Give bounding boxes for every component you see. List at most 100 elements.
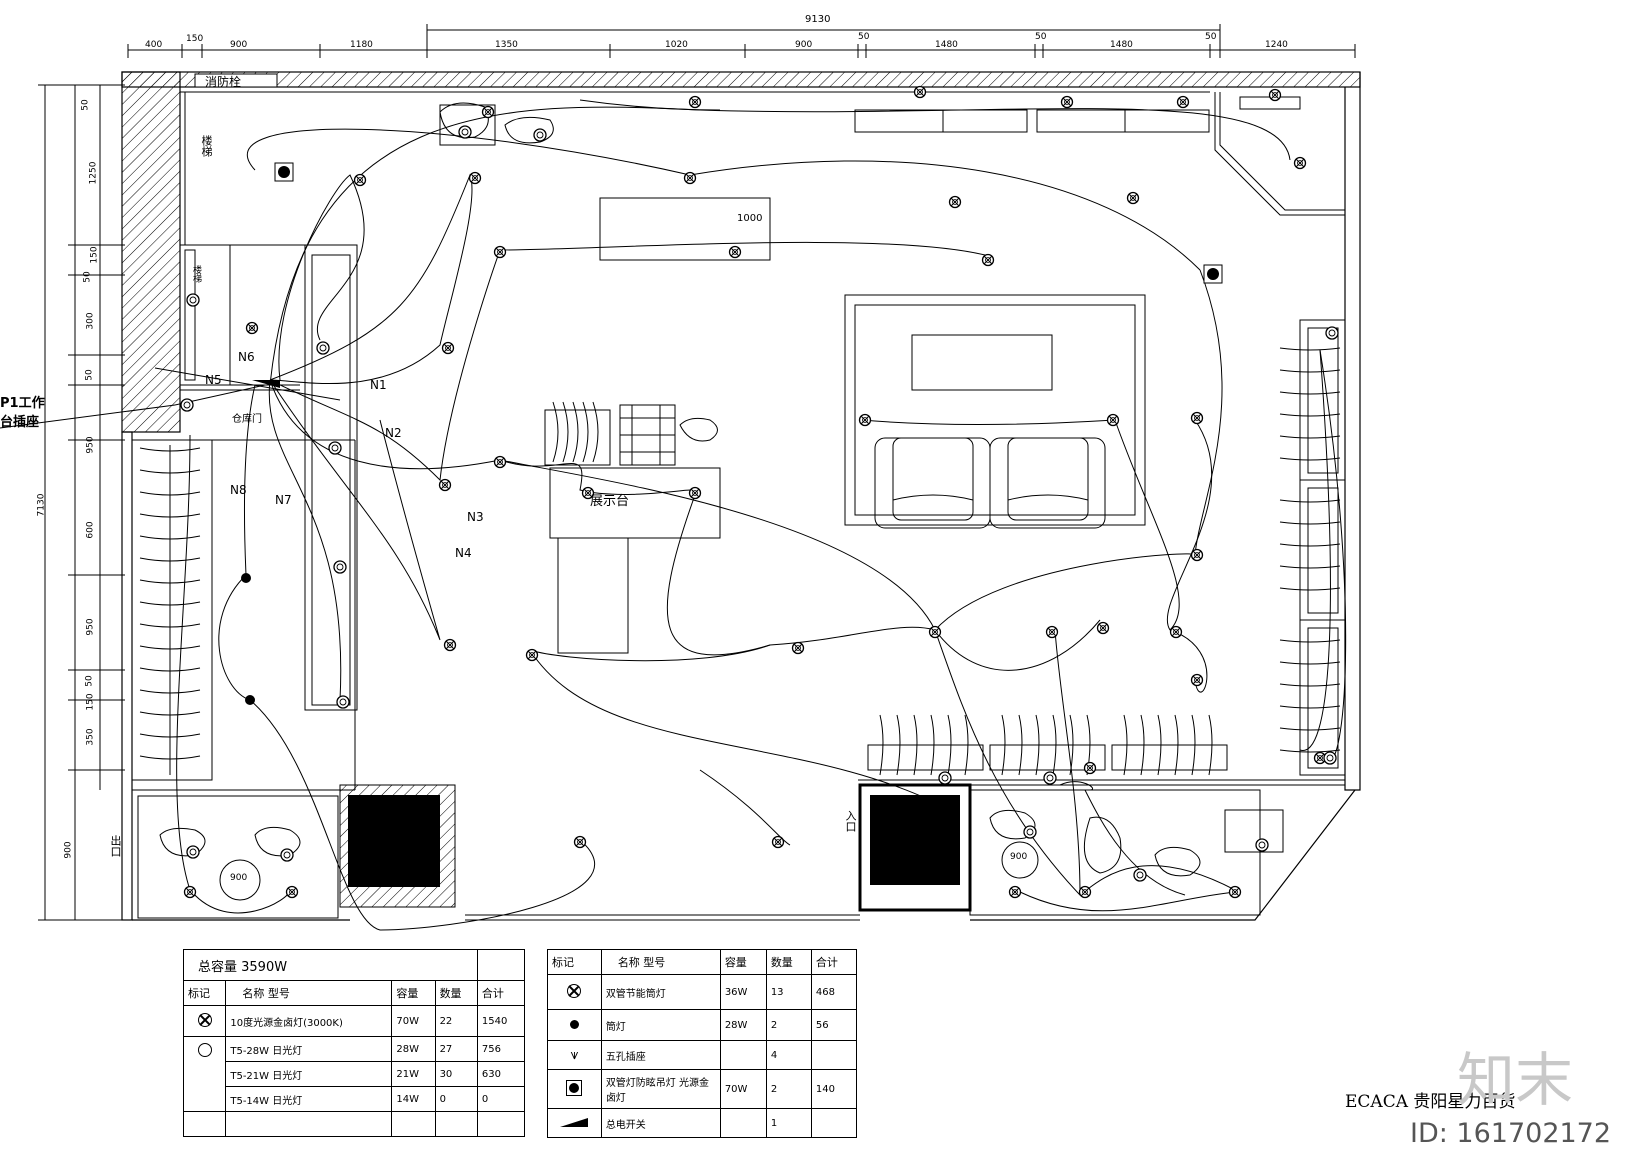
stair-label: 楼梯 xyxy=(200,135,213,157)
legend-right-header: 容量 xyxy=(719,949,767,975)
legend-power xyxy=(719,1040,767,1070)
dim-left-5: 300 xyxy=(85,312,96,330)
legend-left-header: 容量 xyxy=(391,980,436,1006)
circuit-n5: N5 xyxy=(205,373,222,387)
dim-top-12: 50 xyxy=(1205,32,1217,42)
circuit-n8: N8 xyxy=(230,483,247,497)
circuit-n1: N1 xyxy=(370,378,387,392)
dim-left-2: 1250 xyxy=(88,161,99,185)
legend-power: 70W xyxy=(391,1005,436,1037)
top-shelves xyxy=(579,99,1210,133)
legend-name: T5-28W 日光灯 xyxy=(225,1036,393,1062)
downlights xyxy=(241,573,255,705)
legend-left-header: 标记 xyxy=(182,980,227,1006)
legend-row: ⩛ 五孔插座 4 xyxy=(547,1040,858,1070)
p1-label-line2: 台插座 xyxy=(0,415,40,430)
main-switch xyxy=(252,380,280,388)
legend-total: 468 xyxy=(810,974,858,1010)
legend-left-header: 名称 型号 xyxy=(225,980,393,1006)
legend-qty: 27 xyxy=(434,1036,478,1062)
legend-total: 1540 xyxy=(476,1005,526,1037)
legend-right-header: 标记 xyxy=(547,949,602,975)
dim-left-4: 50 xyxy=(82,271,93,283)
pendant-symbol-icon xyxy=(566,1079,583,1096)
dim-left-3: 150 xyxy=(89,246,100,264)
legend-row: 总电开关 1 xyxy=(547,1108,858,1138)
right-wall-rack xyxy=(1279,319,1346,776)
dim-left-12: 350 xyxy=(85,728,96,746)
socket-symbol-icon: ⩛ xyxy=(570,1047,579,1063)
circuit-n4: N4 xyxy=(455,546,472,560)
circuit-n3: N3 xyxy=(467,510,484,524)
legend-name: 双管节能筒灯 xyxy=(600,974,721,1010)
dim-top-11: 1480 xyxy=(1110,40,1133,50)
entrance-right-label: 入口 xyxy=(844,810,857,832)
legend-name: T5-21W 日光灯 xyxy=(225,1061,393,1087)
legend-power: 28W xyxy=(719,1009,767,1041)
legend-total xyxy=(810,1108,858,1138)
legend-power: 14W xyxy=(391,1086,436,1112)
circuit-n7: N7 xyxy=(275,493,292,507)
legend-row: T5-21W 日光灯 21W 30 630 xyxy=(184,1061,526,1087)
dim-left-total: 7130 xyxy=(36,493,47,517)
dim-top-3: 900 xyxy=(230,40,248,50)
dim-left-9: 950 xyxy=(85,618,96,636)
dim-left-13: 900 xyxy=(63,841,74,859)
legend-power: 36W xyxy=(719,974,767,1010)
dim-top-4: 1180 xyxy=(350,40,373,50)
p1-label-line1: P1工作 xyxy=(0,396,45,411)
legend-right-header-row: 标记 名称 型号 容量 数量 合计 xyxy=(547,949,858,975)
entrance-left-label: 出口 xyxy=(109,835,122,857)
round-table-2-label: 900 xyxy=(1010,852,1028,862)
legend-left-header-row: 标记 名称 型号 容量 数量 合计 xyxy=(182,980,526,1006)
fire-hydrant-label: 消防栓 xyxy=(205,75,242,89)
outer-walls xyxy=(121,71,1361,921)
dim-top-1: 400 xyxy=(145,40,163,50)
legend-name: 双管灯防眩吊灯 光源金卤灯 xyxy=(600,1069,721,1109)
left-rooms xyxy=(131,244,358,919)
dim-left-8: 600 xyxy=(85,521,96,539)
dim-left-1: 50 xyxy=(80,99,91,111)
legend-left-header: 合计 xyxy=(476,980,526,1006)
legend-qty: 22 xyxy=(434,1005,478,1037)
side-stair-label: 楼梯 xyxy=(191,265,201,283)
table-size-label: 1000 xyxy=(737,213,763,224)
legend-left-title: 总容量 3590W xyxy=(183,949,478,981)
circuit-n2: N2 xyxy=(385,426,402,440)
watermark: 知末 xyxy=(1457,1046,1574,1114)
legend-qty: 4 xyxy=(765,1040,812,1070)
legend-right-header: 数量 xyxy=(765,949,812,975)
sofa-area xyxy=(844,294,1146,529)
legend-right-header: 合计 xyxy=(810,949,858,975)
legend-table-right: 标记 名称 型号 容量 数量 合计 双管节能筒灯 36W 13 468 筒灯 2… xyxy=(547,949,858,1138)
legend-row: 双管节能筒灯 36W 13 468 xyxy=(547,974,858,1010)
legend-qty: 2 xyxy=(765,1009,812,1041)
dim-top-8: 50 xyxy=(858,32,870,42)
dim-top-6: 1020 xyxy=(665,40,688,50)
dim-left-11: 150 xyxy=(85,693,96,711)
fire-hydrant-box xyxy=(194,73,278,88)
legend-right-header: 名称 型号 xyxy=(600,949,721,975)
wiring-curves xyxy=(176,106,1347,931)
legend-left-title-row: 总容量 3590W xyxy=(183,949,526,981)
dim-left-10: 50 xyxy=(84,675,95,687)
legend-power: 28W xyxy=(391,1036,436,1062)
legend-left-header: 数量 xyxy=(434,980,478,1006)
id-text: ID: 161702172 xyxy=(1410,1118,1612,1149)
legend-row: T5-14W 日光灯 14W 0 0 xyxy=(184,1086,526,1112)
switch-symbol-icon xyxy=(560,1117,589,1127)
legend-total: 630 xyxy=(476,1061,526,1087)
legend-name: 筒灯 xyxy=(600,1009,721,1041)
dim-left-7: 950 xyxy=(85,436,96,454)
bottom-pillars xyxy=(339,783,972,912)
dim-top-total: 9130 xyxy=(805,14,831,25)
legend-name: 五孔插座 xyxy=(600,1040,721,1070)
legend-power: 70W xyxy=(719,1069,767,1109)
legend-row: 筒灯 28W 2 56 xyxy=(547,1009,858,1041)
left-dimension-lines xyxy=(38,84,125,921)
dim-top-2: 150 xyxy=(186,34,204,44)
legend-power xyxy=(719,1108,767,1138)
metal-halide-symbol-icon xyxy=(197,1012,212,1027)
legend-total: 140 xyxy=(810,1069,858,1109)
legend-row: 双管灯防眩吊灯 光源金卤灯 70W 2 140 xyxy=(547,1069,858,1109)
